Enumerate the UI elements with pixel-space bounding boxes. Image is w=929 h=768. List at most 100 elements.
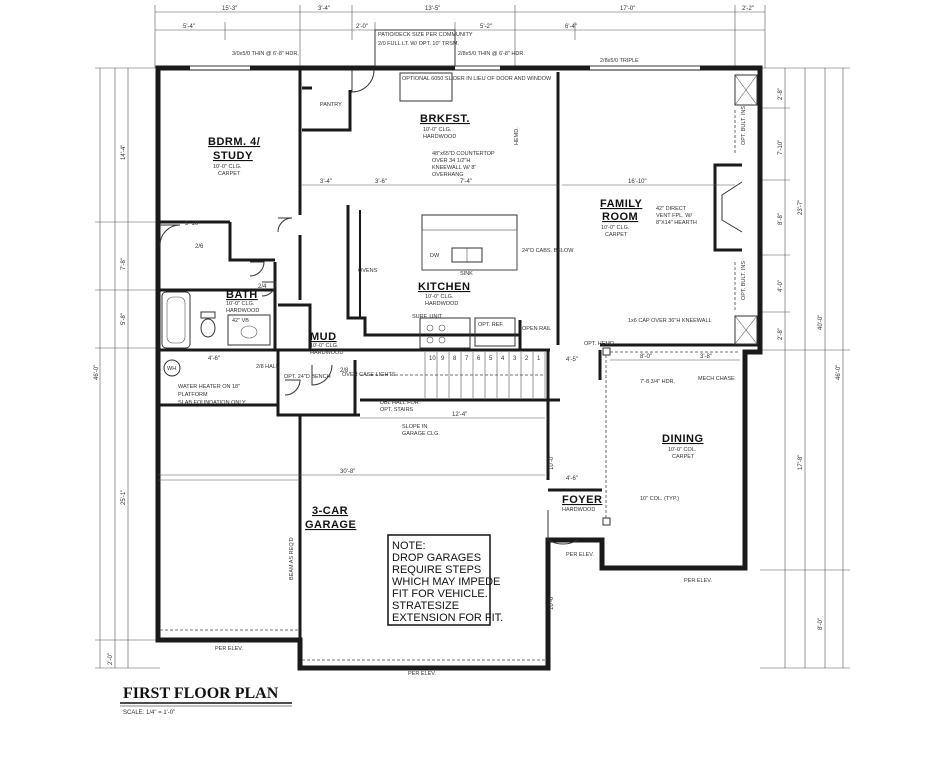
annotations: PATIO/DECK SIZE PER COMMUNITY 2/0 FULL L…: [167, 32, 747, 677]
label-dw: DW: [430, 253, 440, 259]
dim-left-bottom: 2'-0": [108, 653, 114, 665]
room-mud-floor: HARDWOOD: [310, 350, 343, 356]
label-opt-bult-right: OPT. BULT. INS: [741, 261, 747, 300]
dim-left-top: 14'-4": [121, 145, 127, 160]
dim-right-e: 2'-8": [778, 328, 784, 340]
stair-number: 10: [429, 356, 436, 362]
room-family-line1: FAMILY: [600, 198, 642, 210]
label-mech-chase: MECH CHASE: [698, 376, 735, 382]
dim-right-low: 8'-0": [818, 618, 824, 630]
garage-note: NOTE: DROP GARAGES REQUIRE STEPS WHICH M…: [392, 540, 503, 624]
dim-top-r2-a: 5'-4": [183, 24, 195, 30]
stair-number: 1: [537, 356, 541, 362]
stair-number: 4: [501, 356, 505, 362]
room-bedroom-line2: STUDY: [213, 150, 253, 162]
note-line6: STRATESIZE: [392, 600, 459, 612]
note-slope: SLOPE IN: [402, 424, 427, 430]
dim-right-total-3: 46'-0": [836, 365, 842, 380]
right-dimensions: 2'-8" 7'-10" 8'-8" 4'-0" 2'-8" 23'-7" 40…: [760, 67, 850, 669]
label-hall: 2/8 HALL: [256, 364, 279, 370]
door-24: 2/4: [258, 284, 267, 290]
label-beam: BEAM AS REQ'D: [289, 537, 295, 580]
dim-foyer-a: 10'-0": [549, 455, 555, 470]
label-opt-ref: OPT. REF.: [478, 322, 504, 328]
room-dining: DINING: [662, 433, 704, 445]
label-opt-hemd: OPT. HEMD.: [584, 341, 616, 347]
label-surf-unit: SURF. UNIT: [412, 314, 443, 320]
note-slope-2: GARAGE CLG.: [402, 431, 440, 437]
room-kitchen-ceiling: 10'-0" CLG.: [425, 294, 454, 300]
label-open-rail: OPEN RAIL: [522, 326, 551, 332]
label-opt-bult-left: OPT. BULT. INS.: [741, 104, 747, 145]
bath-fixtures: [161, 291, 271, 377]
room-kitchen: KITCHEN: [418, 281, 470, 293]
room-pantry: PANTRY: [320, 102, 342, 108]
door-26: 2/6: [195, 244, 204, 250]
dim-dining-a: 8'-0": [640, 354, 652, 360]
label-hdr: 7'-8 3/4" HDR.: [640, 379, 676, 385]
room-dining-ceiling: 10'-0" COL.: [668, 447, 697, 453]
note-countertop-4: OVERHANG: [432, 172, 463, 178]
note-line1: NOTE:: [392, 540, 426, 552]
note-line2: DROP GARAGES: [392, 552, 481, 564]
label-hemd: HEMD.: [514, 127, 520, 145]
dim-right-total-1: 23'-7": [798, 200, 804, 215]
room-kitchen-floor: HARDWOOD: [425, 301, 458, 307]
room-labels: BDRM. 4/ STUDY 10'-0" CLG. CARPET BRKFST…: [208, 102, 704, 531]
stair-number: 5: [489, 356, 493, 362]
top-dimensions: 15'-3" 3'-4" 13'-5" 17'-0" 2'-2" 5'-4" 2…: [154, 5, 766, 68]
dim-top-right: 17'-0": [620, 6, 635, 12]
plan-title-block: FIRST FLOOR PLAN SCALE: 1/4" = 1'-0": [120, 685, 292, 716]
dim-kit-c: 7'-4": [460, 179, 472, 185]
garage-note-box: [387, 534, 491, 626]
columns: [602, 347, 740, 526]
dim-left-overall: 46'-0": [94, 365, 100, 380]
doors: [159, 69, 579, 545]
note-line7: EXTENSION FOR FIT.: [392, 612, 503, 624]
slider-note-box: [399, 72, 453, 102]
room-bedroom-floor: CARPET: [218, 171, 241, 177]
label-sink: SINK: [460, 271, 473, 277]
dim-top-r2-c: 5'-2": [480, 24, 492, 30]
note-line4: WHICH MAY IMPEDE: [392, 576, 500, 588]
room-breakfast-ceiling: 10'-0" CLG.: [423, 127, 452, 133]
dim-dining-b: 3'-8": [700, 354, 712, 360]
label-cabs: 24"D CABS. BELOW: [522, 248, 574, 254]
room-family-ceiling: 10'-0" CLG.: [601, 225, 630, 231]
room-bedroom-line1: BDRM. 4/: [208, 136, 260, 148]
label-ovr-lights: OVER CASE LIGHTS: [342, 372, 396, 378]
note-water-heater-3: SLAB FOUNDATION ONLY: [178, 400, 246, 406]
note-dbl-hall: DBL HALL FOR: [380, 400, 419, 406]
label-per-elev-3: PER ELEV.: [566, 552, 594, 558]
note-fireplace-2: VENT FPL. W/: [656, 213, 692, 219]
stair-number: 9: [441, 356, 445, 362]
dim-right-d: 4'-0": [778, 280, 784, 292]
room-bath-floor: HARDWOOD: [226, 308, 259, 314]
note-fireplace-1: 42" DIRECT: [656, 206, 687, 212]
dim-top-r2-b: 2'-0": [356, 24, 368, 30]
dim-hall: 12'-4": [452, 412, 467, 418]
label-ovens: OVENS: [358, 268, 378, 274]
garage-openings: [158, 479, 545, 661]
note-window-mid: 2/8x5/0 THIN @ 6'-8" HDR.: [458, 51, 525, 57]
room-garage-line1: 3-CAR: [312, 505, 348, 517]
label-cap-over: 1x6 CAP OVER 36"H KNEEWALL: [628, 318, 712, 324]
note-window-triple: 2/8x5/0 TRIPLE: [600, 58, 639, 64]
room-breakfast: BRKFST.: [420, 113, 470, 125]
stair-number: 2: [525, 356, 529, 362]
stair-number: 7: [465, 356, 469, 362]
windows: [190, 65, 700, 70]
interior-dimensions: 30'-8" 12'-4" 16'-10" 3'-4" 3'-6" 7'-4" …: [158, 179, 740, 610]
room-family-line2: ROOM: [602, 211, 638, 223]
room-mud: MUD: [310, 331, 337, 343]
label-per-elev-4: PER ELEV.: [684, 578, 712, 584]
room-foyer: FOYER: [562, 494, 602, 506]
note-water-heater-1: WATER HEATER ON 18": [178, 384, 240, 390]
dim-right-b: 7'-10": [778, 140, 784, 155]
kitchen-island: [419, 214, 518, 349]
label-col: 10" COL. (TYP.): [640, 496, 679, 502]
label-vb: 42" VB: [232, 318, 249, 324]
room-bedroom-ceiling: 10'-0" CLG.: [213, 164, 242, 170]
